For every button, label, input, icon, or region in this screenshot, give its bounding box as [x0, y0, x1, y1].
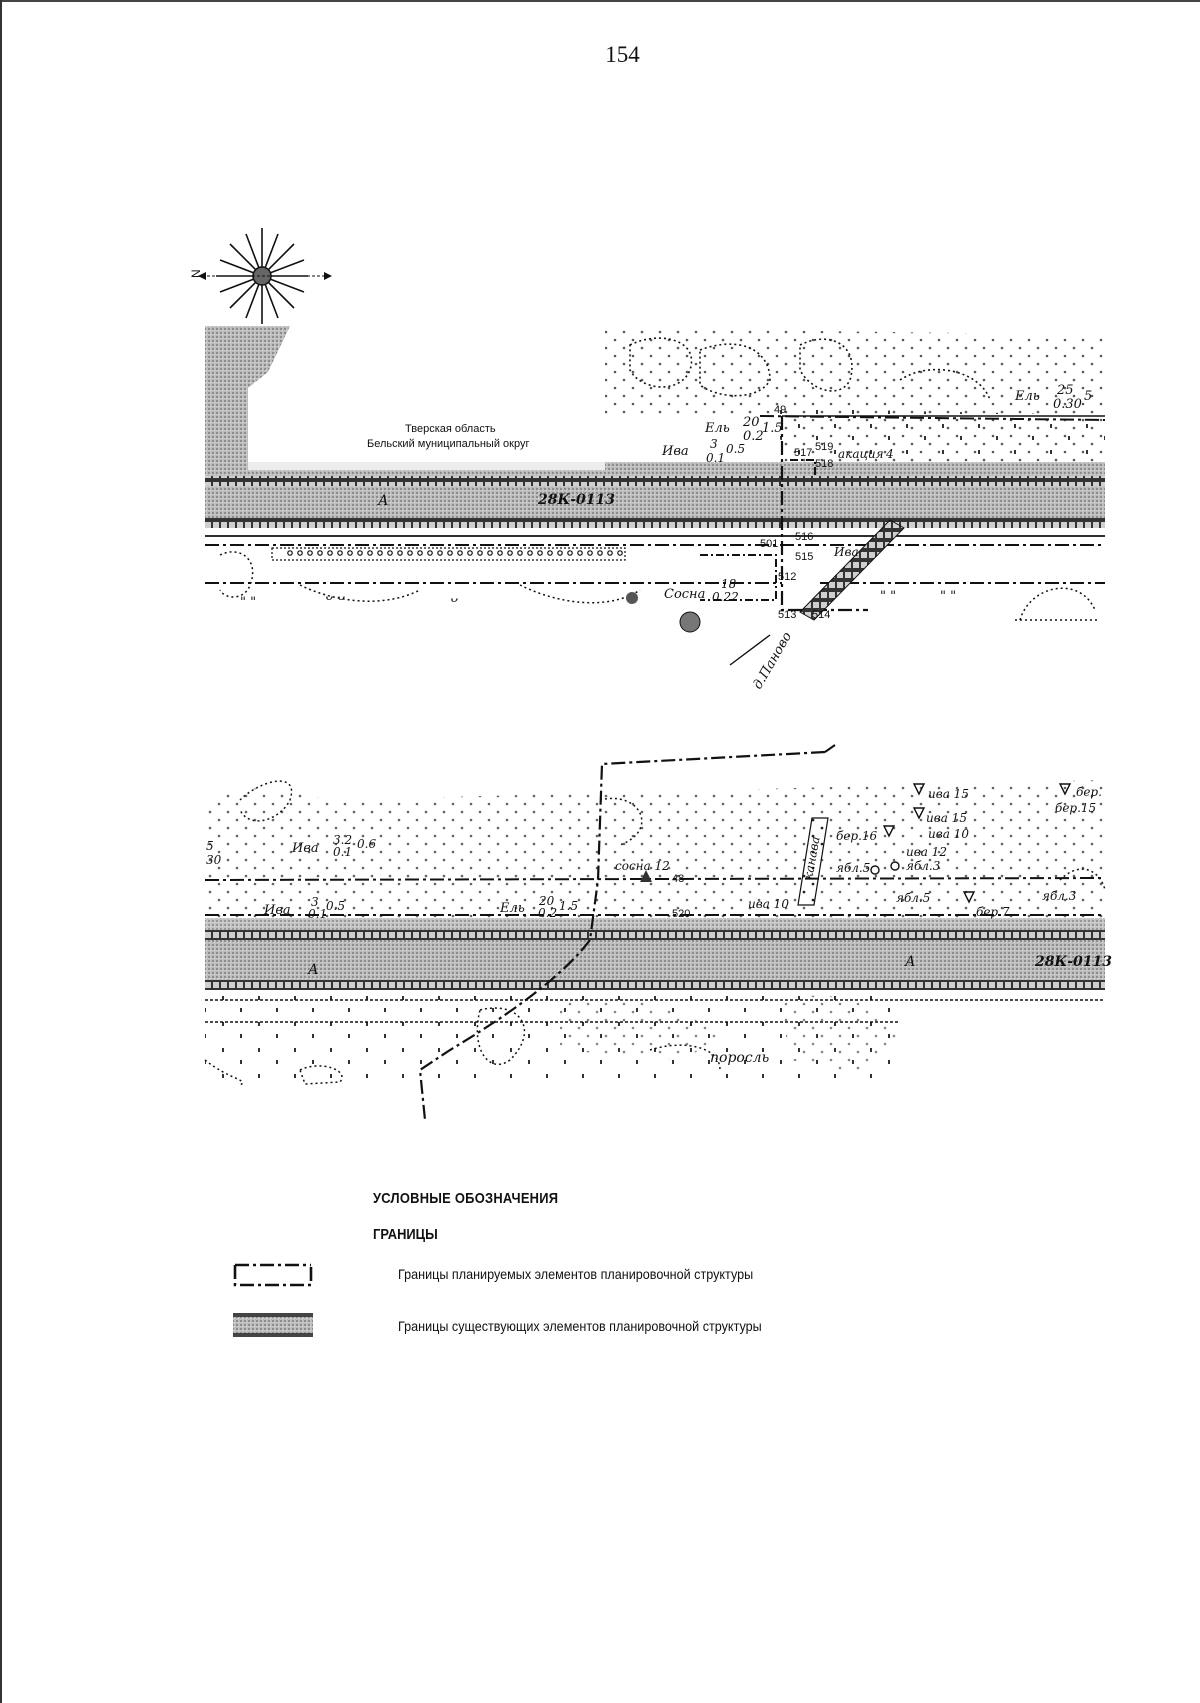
tree-label: бер.16 — [836, 829, 878, 843]
tree-label: ива 15 — [928, 787, 969, 801]
tree-value: 18 — [721, 577, 737, 591]
point-number: 48 — [672, 873, 684, 885]
tree-label: ива 10 — [928, 827, 969, 841]
tree-label: ябл.5 — [836, 861, 870, 875]
tree-value: 0.5 — [726, 442, 745, 456]
map-section-1: ᴗ ᴗ ᴗ " " " " " " Тверская область Бельский… — [205, 326, 1106, 692]
porosl-label: поросль — [710, 1050, 769, 1066]
road-letter-2: А — [307, 962, 319, 978]
page-top-edge — [0, 0, 1200, 2]
tree-label: Ель — [1014, 389, 1040, 404]
point-number: 49 — [774, 404, 786, 416]
legend-item-planned-boundary: Границы планируемых элементов планировоч… — [232, 1262, 932, 1292]
tree-label: Ель — [499, 901, 525, 916]
legend-item-existing-boundary: Границы существующих элементов планирово… — [232, 1312, 932, 1342]
tree-value: 0.6 — [357, 837, 376, 851]
point-number: 515 — [795, 551, 813, 563]
tree-value: 3.2 — [333, 833, 352, 847]
tree-value: 1.5 — [762, 421, 783, 436]
map-section-2: А А 28К-0113 поросль канава Ива 3.2 0.1 … — [204, 744, 1112, 1121]
tree-value: 0.1 — [333, 845, 352, 859]
point-number: 520 — [672, 908, 690, 920]
tree-label: бер.15 — [1055, 801, 1096, 815]
tree-value: 0.1 — [706, 451, 725, 465]
legend-item-label: Границы существующих элементов планирово… — [398, 1318, 762, 1334]
tree-label: Ива — [661, 444, 689, 459]
page-left-edge — [0, 0, 2, 1703]
svg-text:" ": " " — [940, 589, 956, 604]
tree-label: Ель — [704, 421, 730, 436]
map-canvas: N — [189, 228, 1112, 1121]
svg-text:N: N — [189, 269, 203, 278]
tree-value: 20 — [742, 415, 760, 430]
tree-label: ябл.5 — [896, 891, 930, 905]
tree-value: 25 — [1056, 383, 1074, 398]
road-code-1: 28К-0113 — [537, 492, 615, 508]
page-number: 154 — [605, 42, 640, 67]
tree-label: бер.7 — [976, 905, 1010, 919]
tree-value: 0.2 — [538, 906, 557, 920]
village-label: д.Паново — [750, 630, 795, 692]
tree-value: 0.1 — [308, 907, 327, 921]
point-number: 501 — [760, 538, 778, 550]
road-letter-3: А — [904, 954, 916, 970]
point-number: 517 — [794, 447, 812, 459]
tree-label: ябл.3 — [906, 859, 941, 873]
point-number: 512 — [778, 571, 796, 583]
tree-value: 0.5 — [326, 899, 345, 913]
tree-label: Сосна — [664, 587, 705, 602]
point-number: 516 — [795, 531, 813, 543]
tree-value: 4 — [885, 447, 894, 461]
tree-value: 5 — [1084, 389, 1092, 404]
dash-dot-boundary-icon — [233, 1263, 313, 1287]
tree-label: ябл.3 — [1042, 889, 1077, 903]
point-number: 519 — [815, 441, 833, 453]
svg-text:ᴗ: ᴗ — [450, 591, 458, 606]
svg-text:" ": " " — [240, 595, 256, 610]
tree-value: 3 — [311, 895, 319, 909]
svg-text:" ": " " — [880, 589, 896, 604]
legend-item-label: Границы планируемых элементов планировоч… — [398, 1266, 754, 1282]
road-letter-1: А — [377, 493, 389, 509]
compass-rose-icon: N — [189, 228, 332, 324]
region-name: Тверская область — [405, 423, 496, 435]
tree-label: Ива — [291, 841, 319, 856]
tree-value: 20 — [538, 894, 555, 908]
tree-label: ива 15 — [926, 811, 967, 825]
tree-value: 5 — [206, 839, 214, 853]
hatched-band-icon — [233, 1313, 313, 1337]
point-number: 513 — [778, 609, 796, 621]
district-name: Бельский муниципальный округ — [367, 438, 529, 450]
tree-label: ива 10 — [748, 897, 789, 911]
tree-label: Ива — [833, 545, 859, 559]
tree-value: 1.5 — [559, 899, 578, 913]
tree-value: 0.22 — [712, 590, 739, 604]
tree-label: Ива — [263, 903, 291, 918]
tree-label: сосна 12 — [615, 859, 670, 873]
tree-value: 0.30 — [1053, 397, 1082, 412]
legend-section-title: ГРАНИЦЫ — [373, 1226, 438, 1243]
tree-label: бер. — [1076, 785, 1102, 799]
legend-title: УСЛОВНЫЕ ОБОЗНАЧЕНИЯ — [373, 1190, 559, 1207]
tree-label: ива 12 — [906, 845, 947, 859]
road-code-2: 28К-0113 — [1034, 954, 1112, 970]
point-number: 514 — [812, 609, 830, 621]
svg-text:ᴗ ᴗ: ᴗ ᴗ — [325, 589, 345, 604]
point-number: 518 — [815, 458, 833, 470]
tree-value: 3 — [710, 437, 718, 451]
tree-label: акация — [838, 447, 884, 461]
tree-value: 30 — [206, 853, 222, 867]
tree-value: 0.2 — [743, 429, 764, 444]
